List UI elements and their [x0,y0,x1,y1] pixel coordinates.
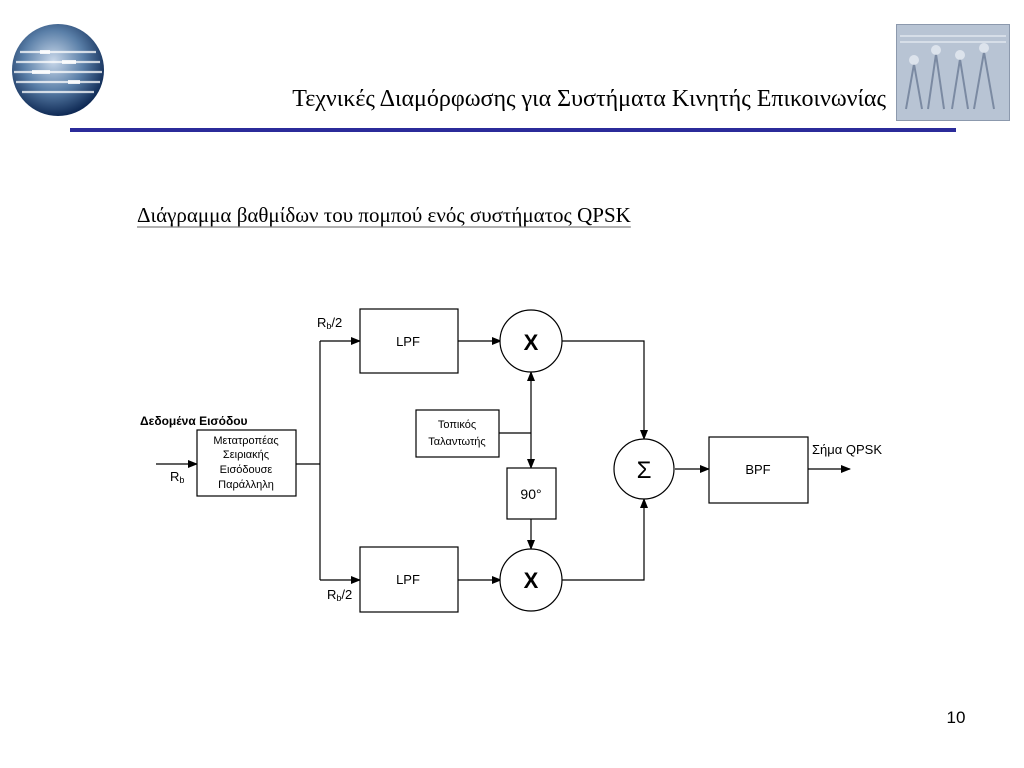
input-rate-label: Rb [170,469,184,485]
globe-logo-icon [12,24,104,116]
bpf-block [708,436,809,504]
input-label: Δεδομένα Εισόδου [140,414,248,428]
header-title: Τεχνικές Διαμόρφωσης για Συστήματα Κινητ… [292,86,886,112]
lpf-upper-label: LPF [396,334,420,349]
lower-rate-label: Rb/2 [327,587,352,603]
mixer-lower [499,548,563,612]
converter-line2: Σειριακής [223,449,269,461]
converter-line3: Εισόδουσε [220,464,273,476]
mixer-lower-label: X [524,568,539,593]
mixer-upper [499,309,563,373]
lpf-lower-label: LPF [396,572,420,587]
slide-subtitle: Διάγραμμα βαθμίδων του πομπού ενός συστή… [137,203,631,227]
converter-line1: Μετατροπέας [213,435,278,447]
oscillator-line1: Τοπικός [438,419,476,431]
mixer-upper-to-summer [562,340,648,440]
mixer-upper-label: X [524,330,539,355]
summer-label: Σ [637,457,652,484]
page-number: 10 [946,708,966,727]
output-label: Σήμα QPSK [812,442,882,457]
oscillator-line2: Ταλαντωτής [428,436,485,448]
lpf-upper-block [359,308,459,374]
summer [613,438,675,500]
oscillator-block [415,409,500,458]
lpf-lower-block [359,546,459,613]
bpf-label: BPF [745,462,770,477]
converter-line4: Παράλληλη [218,479,274,491]
phase-shift-block [506,467,557,520]
mixer-lower-to-summer [562,498,648,581]
converter-block [196,429,297,497]
upper-rate-label: Rb/2 [317,315,342,331]
phase-shift-label: 90° [520,486,541,502]
stone-relief-image [896,24,1010,121]
header-divider [70,128,956,132]
